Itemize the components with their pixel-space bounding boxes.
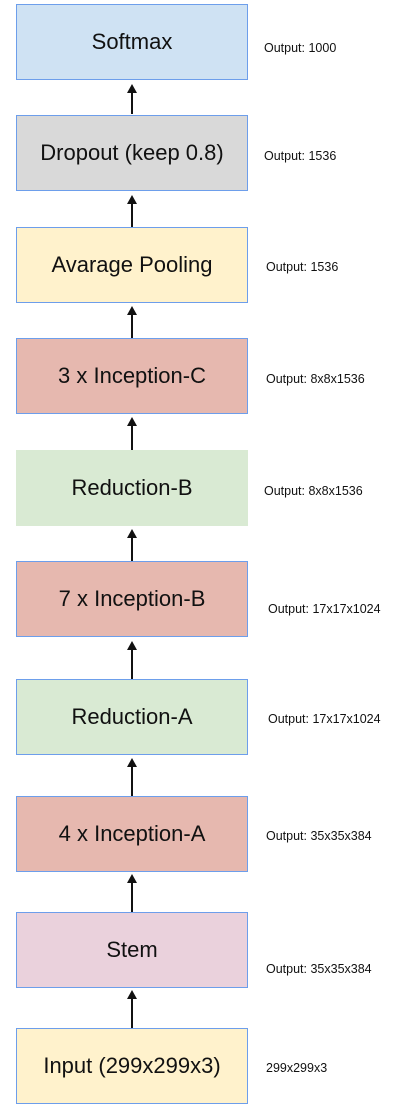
arrow-dropout-to-softmax — [124, 84, 140, 114]
input-output-label: 299x299x3 — [266, 1061, 328, 1075]
arrow-reduction-b-to-inception-c — [124, 417, 140, 450]
arrow-input-to-stem — [124, 990, 140, 1028]
arrow-inception-a-to-reduction-a — [124, 758, 140, 796]
reduction-b-output-label: Output: 8x8x1536 — [264, 484, 363, 498]
inception-b-block: 7 x Inception-B — [16, 561, 248, 637]
stem-output-label: Output: 35x35x384 — [266, 962, 372, 976]
reduction-b-block: Reduction-B — [16, 450, 248, 526]
inception-c-output-label: Output: 8x8x1536 — [266, 372, 365, 386]
arrow-reduction-a-to-inception-b — [124, 641, 140, 679]
inception-c-block: 3 x Inception-C — [16, 338, 248, 414]
reduction-a-block: Reduction-A — [16, 679, 248, 755]
stem-block: Stem — [16, 912, 248, 988]
arrow-inception-b-to-reduction-b — [124, 529, 140, 561]
dropout-block: Dropout (keep 0.8) — [16, 115, 248, 191]
reduction-a-output-label: Output: 17x17x1024 — [268, 712, 381, 726]
input-block: Input (299x299x3) — [16, 1028, 248, 1104]
average-pooling-output-label: Output: 1536 — [266, 260, 339, 274]
inception-a-block: 4 x Inception-A — [16, 796, 248, 872]
dropout-output-label: Output: 1536 — [264, 149, 337, 163]
inception-b-output-label: Output: 17x17x1024 — [268, 602, 381, 616]
softmax-block: Softmax — [16, 4, 248, 80]
arrow-inception-c-to-pooling — [124, 306, 140, 338]
inception-a-output-label: Output: 35x35x384 — [266, 829, 372, 843]
average-pooling-block: Avarage Pooling — [16, 227, 248, 303]
arrow-stem-to-inception-a — [124, 874, 140, 912]
arrow-pooling-to-dropout — [124, 195, 140, 227]
softmax-output-label: Output: 1000 — [264, 41, 337, 55]
